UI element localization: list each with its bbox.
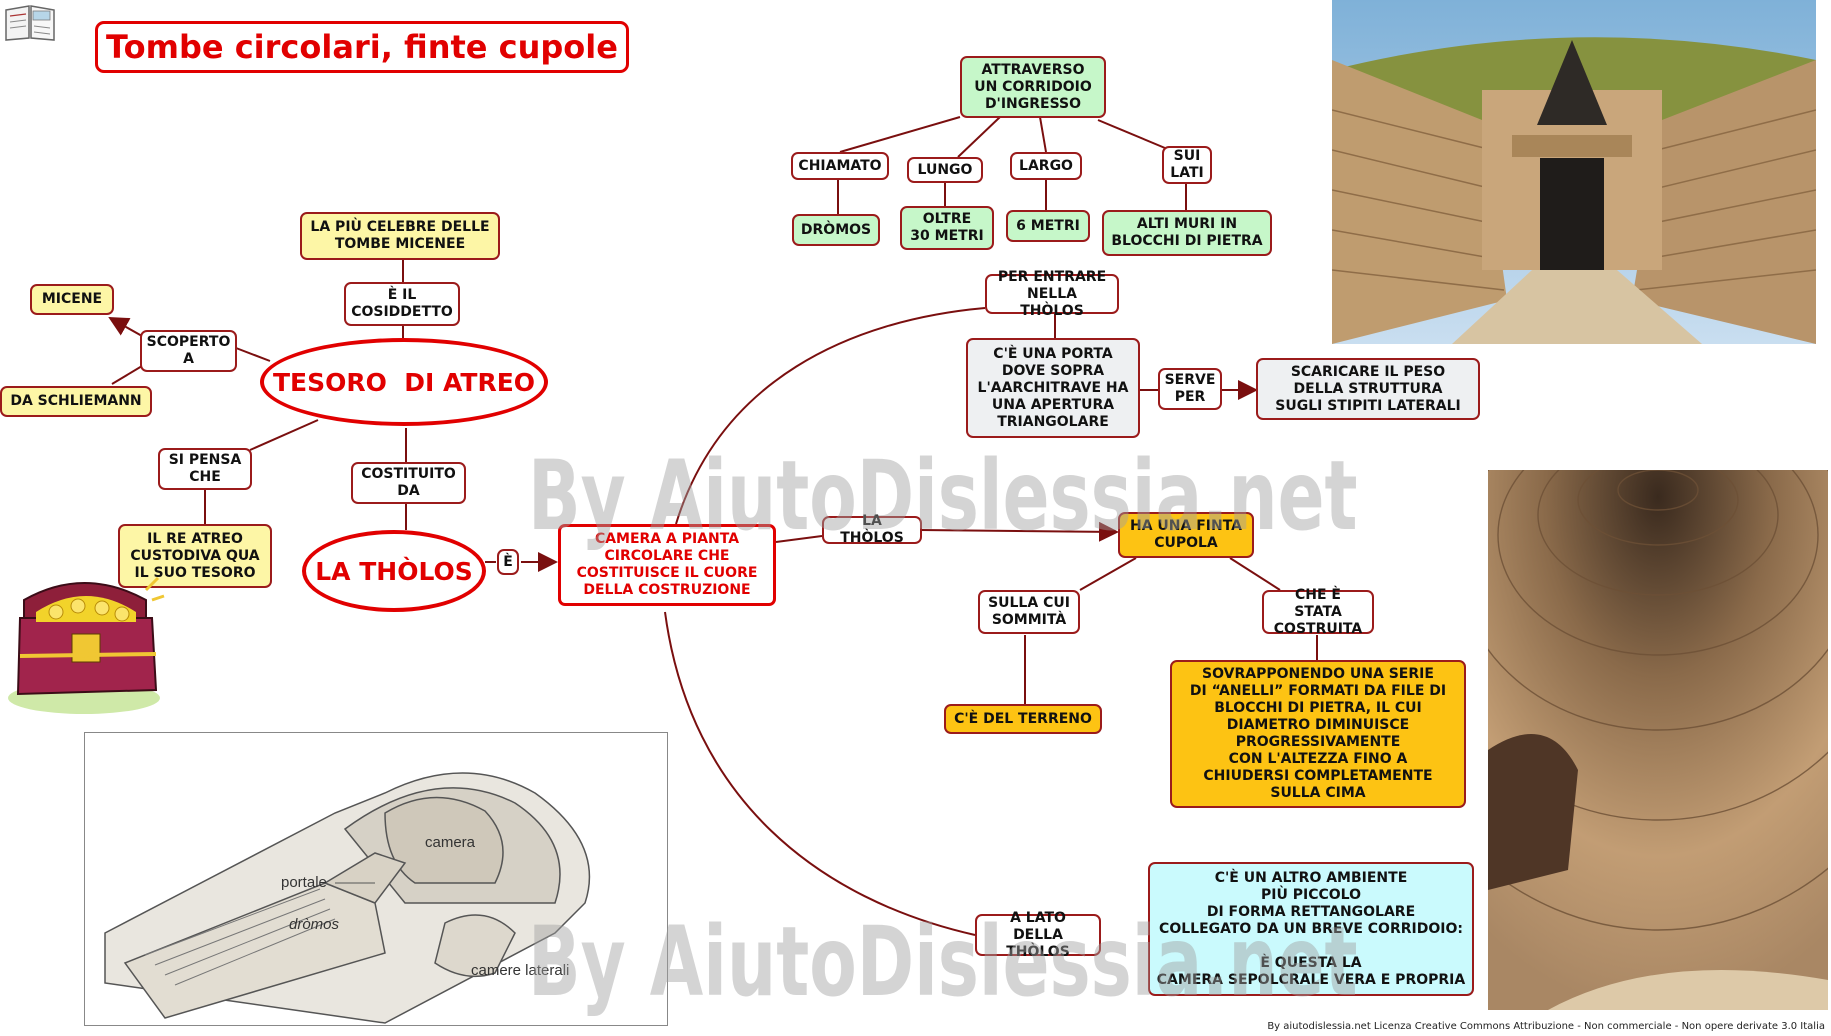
node-si-pensa-che: SI PENSA CHE	[158, 448, 252, 490]
node-la-tholos-link: LA THÒLOS	[822, 513, 922, 546]
node-sulla-cui-sommita: SULLA CUI SOMMITÀ	[978, 590, 1080, 634]
node-largo: LARGO	[1010, 152, 1082, 180]
node-chiamato: CHIAMATO	[791, 152, 889, 180]
diagram-label-camera: camera	[425, 834, 476, 851]
node-costituito-da: COSTITUITO DA	[351, 462, 466, 504]
node-terreno: C'È DEL TERRENO	[944, 704, 1102, 734]
diagram-label-dromos: dròmos	[289, 916, 340, 933]
dome-interior-photo	[1488, 470, 1828, 1010]
node-la-tholos: LA THÒLOS	[302, 530, 486, 612]
license-footer: By aiutodislessia.net Licenza Creative C…	[1267, 1021, 1825, 1032]
node-che-e-stata-costruita: CHE È STATA COSTRUITA	[1262, 587, 1374, 637]
node-dromos: DRÒMOS	[792, 214, 880, 246]
diagram-label-portale: portale	[281, 874, 327, 891]
page-title: Tombe circolari, finte cupole	[95, 21, 629, 73]
book-icon	[2, 2, 58, 42]
treasure-chest-icon	[6, 560, 166, 716]
node-serve-per: SERVE PER	[1158, 368, 1222, 410]
node-e-il-cosiddetto: È IL COSIDDETTO	[344, 282, 460, 326]
node-sui-lati: SUI LATI	[1162, 146, 1212, 184]
node-6-metri: 6 METRI	[1006, 210, 1090, 242]
node-finta-cupola: HA UNA FINTA CUPOLA	[1118, 512, 1254, 558]
node-alti-muri: ALTI MURI IN BLOCCHI DI PIETRA	[1102, 210, 1272, 256]
entrance-photo	[1332, 0, 1816, 344]
node-re-atreo: IL RE ATREO CUSTODIVA QUA IL SUO TESORO	[118, 524, 272, 588]
node-porta: C'È UNA PORTA DOVE SOPRA L'AARCHITRAVE H…	[966, 338, 1140, 438]
node-lungo: LUNGO	[907, 157, 983, 183]
node-micene: MICENE	[30, 284, 114, 315]
node-piu-celebre: LA PIÙ CELEBRE DELLE TOMBE MICENEE	[300, 212, 500, 260]
node-sovrapponendo: SOVRAPPONENDO UNA SERIE DI “ANELLI” FORM…	[1170, 660, 1466, 808]
tholos-diagram: camera portale dròmos camere laterali	[84, 732, 668, 1026]
node-altro-ambiente: C'È UN ALTRO AMBIENTE PIÙ PICCOLO DI FOR…	[1148, 862, 1474, 996]
node-scaricare: SCARICARE IL PESO DELLA STRUTTURA SUGLI …	[1256, 358, 1480, 420]
node-attraverso: ATTRAVERSO UN CORRIDOIO D'INGRESSO	[960, 56, 1106, 118]
node-camera: CAMERA A PIANTA CIRCOLARE CHE COSTITUISC…	[558, 524, 776, 606]
node-schliemann: DA SCHLIEMANN	[0, 386, 152, 417]
node-a-lato-della-tholos: A LATO DELLA THÒLOS	[975, 910, 1101, 960]
node-e: È	[497, 549, 519, 575]
node-scoperto-a: SCOPERTO A	[140, 330, 237, 372]
node-oltre-30-metri: OLTRE 30 METRI	[900, 206, 994, 250]
diagram-label-camere-laterali: camere laterali	[471, 962, 569, 979]
node-tesoro-di-atreo: TESORO DI ATREO	[260, 338, 548, 426]
node-per-entrare: PER ENTRARE NELLA THÒLOS	[985, 269, 1119, 319]
